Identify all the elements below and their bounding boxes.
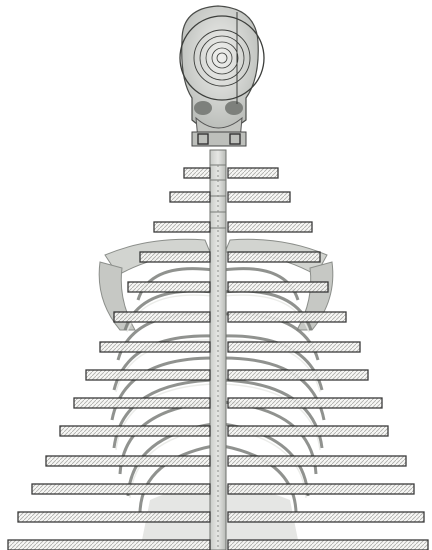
ladder-bar-left [18, 512, 210, 522]
ladder-bar-right [228, 370, 368, 380]
ladder-bar-right [228, 484, 414, 494]
ladder-bar-right [228, 222, 312, 232]
ladder-bar-left [154, 222, 210, 232]
ladder-bar-left [140, 252, 210, 262]
ladder-bar-left [8, 540, 210, 550]
ladder-bar-left [170, 192, 210, 202]
ladder-bar-right [228, 398, 382, 408]
ladder-bar-right [228, 252, 320, 262]
ladder-bar-right [228, 192, 290, 202]
ladder-bar-right [228, 456, 406, 466]
ladder-bar-right [228, 312, 346, 322]
ladder-bar-left [86, 370, 210, 380]
ladder-bar-right [228, 512, 424, 522]
ladder-bar-right [228, 342, 360, 352]
ladder-bar-left [74, 398, 210, 408]
ladder-bar-right [228, 282, 328, 292]
ladder-bar-right [228, 168, 278, 178]
ladder-bar-left [114, 312, 210, 322]
ladder-bar-left [128, 282, 210, 292]
ladder-bar-left [46, 456, 210, 466]
ladder-bar-right [228, 426, 388, 436]
ladder-bar-left [32, 484, 210, 494]
ladder-bar-right [228, 540, 428, 550]
ladder-bar-left [60, 426, 210, 436]
ladder-bar-left [184, 168, 210, 178]
ladder-bar-left [100, 342, 210, 352]
